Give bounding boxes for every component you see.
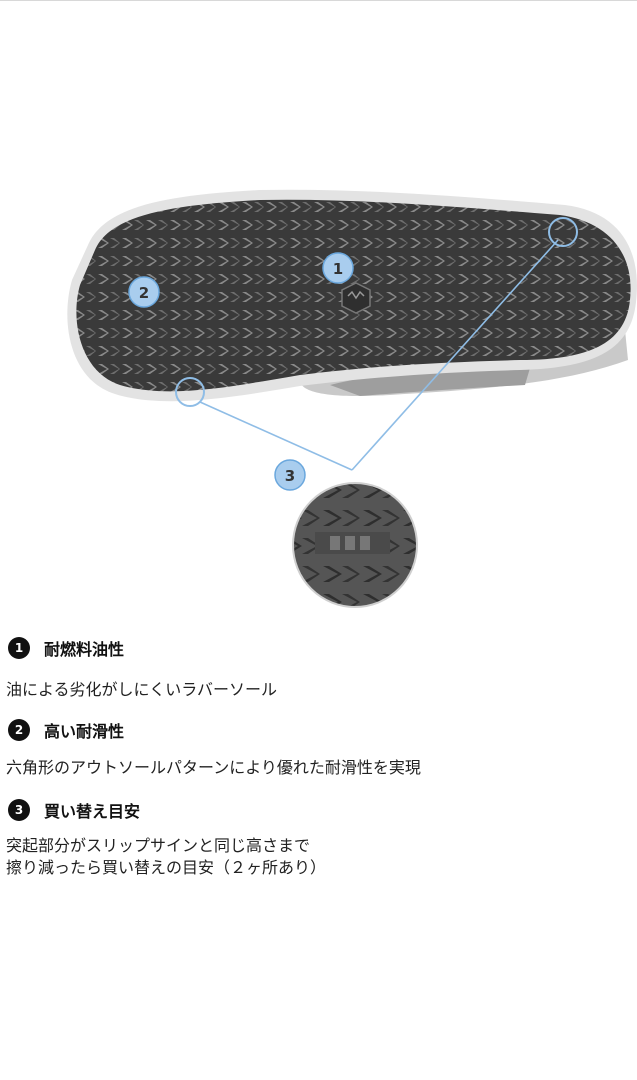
feature-1-title: 耐燃料油性	[44, 640, 125, 659]
number-badge-2: 2	[8, 719, 30, 741]
feature-1-header: 1 耐燃料油性	[8, 636, 124, 660]
callout-2: 2	[128, 276, 160, 308]
zoom-detail	[292, 482, 418, 608]
callout-3-label: 3	[285, 467, 295, 485]
feature-2-header: 2 高い耐滑性	[8, 718, 124, 742]
callout-1-label: 1	[333, 260, 343, 278]
leader-lines	[199, 239, 559, 471]
callout-2-label: 2	[139, 284, 149, 302]
feature-3-header: 3 買い替え目安	[8, 798, 140, 822]
number-badge-1: 1	[8, 637, 30, 659]
feature-3-desc-line-1: 突起部分がスリップサインと同じ高さまで	[6, 836, 311, 855]
slip-sign-marker-left	[175, 377, 205, 407]
feature-3-title: 買い替え目安	[44, 802, 141, 821]
feature-2-desc: 六角形のアウトソールパターンにより優れた耐滑性を実現	[6, 758, 421, 777]
number-badge-3: 3	[8, 799, 30, 821]
feature-1-desc: 油による劣化がしにくいラバーソール	[6, 680, 278, 699]
callout-1: 1	[322, 252, 354, 284]
callout-3: 3	[274, 459, 306, 491]
feature-3-desc-line-2: 擦り減ったら買い替えの目安（２ヶ所あり）	[6, 858, 327, 877]
outsole-figure: 1 2 3	[67, 189, 637, 608]
top-rule	[0, 0, 637, 1]
slip-sign-marker-right	[548, 217, 578, 247]
hexagon-logo-icon	[341, 282, 371, 314]
feature-2-title: 高い耐滑性	[44, 722, 125, 741]
